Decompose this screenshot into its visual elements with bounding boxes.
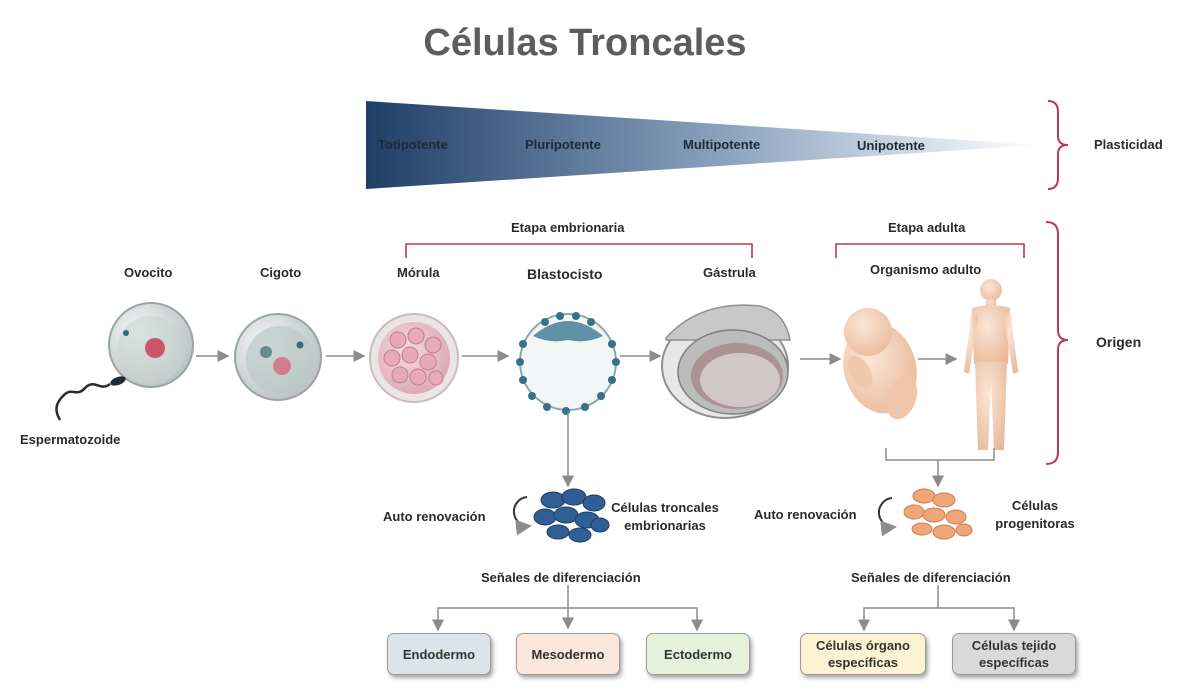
- progenitor-cells: [903, 488, 973, 540]
- level-unipotente: Unipotente: [857, 138, 925, 153]
- ovocito-label: Ovocito: [124, 265, 173, 280]
- progenitor-cells-label: Células progenitoras: [995, 498, 1075, 531]
- embryonic-bracket: [405, 243, 753, 258]
- origin-bracket: [1045, 221, 1069, 465]
- self-renewal-label-adult: Auto renovación: [754, 507, 857, 522]
- embryonic-stem-cells-label: Células troncales embrionarias: [611, 500, 719, 533]
- morula-cell: [369, 313, 459, 403]
- page-title: Células Troncales: [423, 22, 747, 64]
- plasticity-label: Plasticidad: [1094, 137, 1163, 152]
- self-renewal-arrow-embryonic: [512, 496, 532, 536]
- plasticity-gradient: [366, 101, 1040, 189]
- embryonic-stage-label: Etapa embrionaria: [511, 220, 625, 235]
- origin-label: Origen: [1096, 334, 1142, 350]
- organismo-label: Organismo adulto: [870, 262, 982, 277]
- mesodermo-box: Mesodermo: [516, 633, 620, 675]
- level-totipotente: Totipotente: [378, 137, 448, 152]
- embryonic-stem-cells: [533, 488, 610, 543]
- self-renewal-arrow-adult: [877, 497, 897, 537]
- adult-figure: [964, 279, 1018, 450]
- cigoto-cell: [234, 313, 322, 401]
- gastrula-cell: [661, 304, 791, 419]
- self-renewal-label-embryonic: Auto renovación: [383, 509, 486, 524]
- fetus-figure: [843, 308, 918, 420]
- endodermo-box: Endodermo: [387, 633, 491, 675]
- blastocisto-cell: [516, 312, 620, 415]
- ovocito-cell: [108, 302, 194, 388]
- morula-label: Mórula: [397, 265, 440, 280]
- level-multipotente: Multipotente: [683, 137, 761, 152]
- adult-stage-label: Etapa adulta: [888, 220, 966, 235]
- signals-label-embryonic: Señales de diferenciación: [481, 570, 641, 585]
- espermatozoide-label: Espermatozoide: [20, 432, 121, 447]
- plasticity-bracket: [1047, 100, 1069, 190]
- blastocisto-label: Blastocisto: [527, 266, 603, 282]
- ectodermo-box: Ectodermo: [646, 633, 750, 675]
- signals-label-adult: Señales de diferenciación: [851, 570, 1011, 585]
- level-pluripotente: Pluripotente: [525, 137, 601, 152]
- tissue-specific-cells-box: Células tejido específicas: [952, 633, 1076, 675]
- adult-bracket: [835, 243, 1025, 258]
- cigoto-label: Cigoto: [260, 265, 302, 280]
- espermatozoide-cell: [55, 376, 126, 421]
- organ-specific-cells-box: Células órgano específicas: [800, 633, 926, 675]
- gastrula-label: Gástrula: [703, 265, 756, 280]
